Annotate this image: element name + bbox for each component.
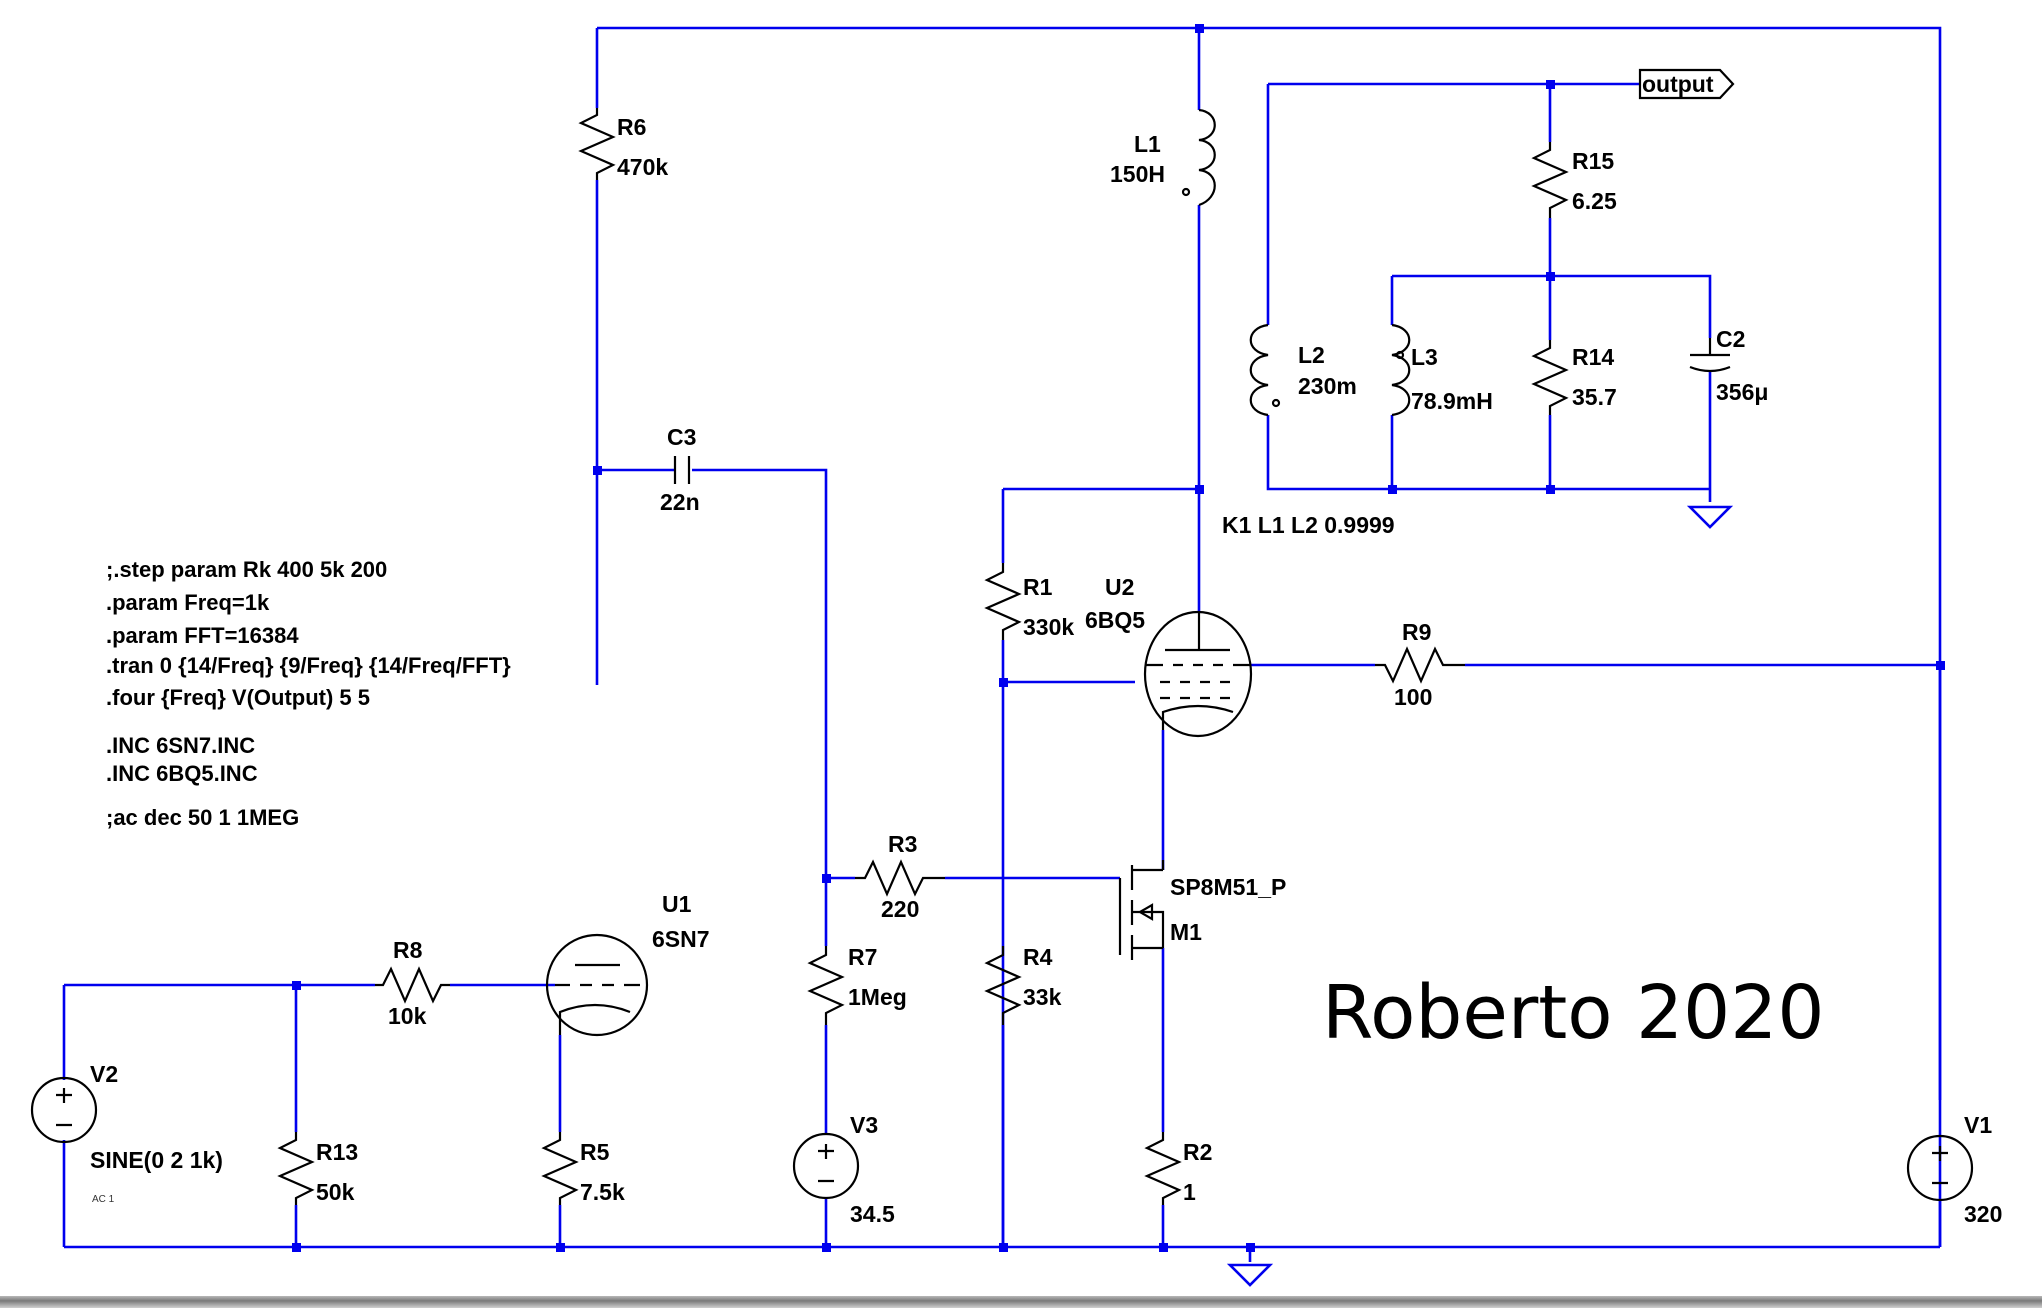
- resistor-r3[interactable]: R3 220: [855, 831, 945, 922]
- directive-line: .param Freq=1k: [106, 590, 270, 615]
- directive-line: .param FFT=16384: [106, 623, 299, 648]
- net-label-output[interactable]: output: [1638, 68, 1735, 100]
- svg-text:220: 220: [881, 896, 919, 922]
- svg-text:R2: R2: [1183, 1139, 1212, 1165]
- svg-text:470k: 470k: [617, 154, 668, 180]
- svg-text:AC 1: AC 1: [92, 1194, 115, 1205]
- resistor-r9[interactable]: R9 100: [1375, 619, 1465, 710]
- svg-text:34.5: 34.5: [850, 1201, 895, 1227]
- inductor-l1[interactable]: L1 150H: [1110, 108, 1216, 207]
- svg-text:U1: U1: [662, 891, 692, 917]
- svg-text:C3: C3: [667, 424, 696, 450]
- resistor-r6[interactable]: R6 470k: [578, 108, 668, 180]
- svg-text:1: 1: [1183, 1179, 1196, 1205]
- coupling-directive: K1 L1 L2 0.9999: [1222, 512, 1395, 538]
- svg-text:R6: R6: [617, 114, 646, 140]
- svg-text:R8: R8: [393, 937, 423, 963]
- svg-text:6BQ5: 6BQ5: [1085, 607, 1145, 633]
- svg-text:230m: 230m: [1298, 373, 1357, 399]
- window-bottom-edge: [0, 1296, 2042, 1308]
- svg-text:50k: 50k: [316, 1179, 355, 1205]
- svg-text:330k: 330k: [1023, 614, 1074, 640]
- resistor-r1[interactable]: R1 330k: [984, 563, 1074, 640]
- capacitor-c3[interactable]: C3 22n: [660, 424, 700, 515]
- svg-text:320: 320: [1964, 1201, 2002, 1227]
- resistor-r14[interactable]: R14 35.7: [1531, 340, 1617, 415]
- directive-line: ;.step param Rk 400 5k 200: [106, 557, 387, 582]
- svg-text:6.25: 6.25: [1572, 188, 1617, 214]
- svg-text:R3: R3: [888, 831, 917, 857]
- signature-text: Roberto 2020: [1322, 970, 1824, 1056]
- junctions: [292, 24, 1945, 1252]
- spice-directives[interactable]: ;.step param Rk 400 5k 200 .param Freq=1…: [106, 557, 511, 830]
- svg-text:22n: 22n: [660, 489, 700, 515]
- svg-text:33k: 33k: [1023, 984, 1062, 1010]
- svg-text:35.7: 35.7: [1572, 384, 1617, 410]
- svg-text:SP8M51_P: SP8M51_P: [1170, 874, 1286, 900]
- svg-text:V1: V1: [1964, 1112, 1992, 1138]
- svg-text:R4: R4: [1023, 944, 1053, 970]
- svg-text:1Meg: 1Meg: [848, 984, 907, 1010]
- ground-symbol-output: [1686, 505, 1734, 529]
- resistor-r15[interactable]: R15 6.25: [1531, 142, 1617, 218]
- svg-text:M1: M1: [1170, 919, 1202, 945]
- svg-text:L3: L3: [1411, 344, 1438, 370]
- directive-line: .four {Freq} V(Output) 5 5: [106, 685, 370, 710]
- svg-text:SINE(0 2 1k): SINE(0 2 1k): [90, 1147, 223, 1173]
- svg-text:100: 100: [1394, 684, 1432, 710]
- mosfet-m1[interactable]: SP8M51_P M1: [1118, 860, 1286, 960]
- svg-text:output: output: [1642, 71, 1714, 97]
- svg-text:C2: C2: [1716, 326, 1745, 352]
- svg-text:R5: R5: [580, 1139, 610, 1165]
- svg-text:V3: V3: [850, 1112, 878, 1138]
- resistor-r7[interactable]: R7 1Meg: [807, 944, 907, 1025]
- directive-line: .INC 6BQ5.INC: [106, 761, 258, 786]
- svg-text:V2: V2: [90, 1061, 118, 1087]
- voltage-source-v1[interactable]: V1 320: [1906, 1112, 2002, 1227]
- svg-text:R14: R14: [1572, 344, 1614, 370]
- resistor-r2[interactable]: R2 1: [1144, 1132, 1212, 1205]
- capacitor-c2[interactable]: C2 356μ: [1689, 326, 1768, 405]
- svg-text:L1: L1: [1134, 131, 1161, 157]
- svg-text:R15: R15: [1572, 148, 1614, 174]
- resistor-r4[interactable]: R4 33k: [984, 944, 1062, 1025]
- svg-text:356μ: 356μ: [1716, 379, 1768, 405]
- svg-text:150H: 150H: [1110, 161, 1165, 187]
- directive-line: .tran 0 {14/Freq} {9/Freq} {14/Freq/FFT}: [106, 653, 511, 678]
- directive-line: .INC 6SN7.INC: [106, 733, 255, 758]
- directive-line: ;ac dec 50 1 1MEG: [106, 805, 299, 830]
- inductor-l3[interactable]: L3 78.9mH: [1391, 323, 1493, 417]
- svg-text:10k: 10k: [388, 1003, 427, 1029]
- resistor-r13[interactable]: R13 50k: [277, 1132, 358, 1205]
- svg-text:R1: R1: [1023, 574, 1053, 600]
- svg-text:7.5k: 7.5k: [580, 1179, 625, 1205]
- tube-u2-6bq5[interactable]: U2 6BQ5: [1085, 574, 1253, 738]
- ground-symbol-main: [1226, 1263, 1274, 1287]
- svg-text:6SN7: 6SN7: [652, 926, 710, 952]
- svg-text:R13: R13: [316, 1139, 358, 1165]
- svg-text:78.9mH: 78.9mH: [1411, 388, 1493, 414]
- resistor-r8[interactable]: R8 10k: [375, 937, 450, 1029]
- svg-text:L2: L2: [1298, 342, 1325, 368]
- svg-text:U2: U2: [1105, 574, 1134, 600]
- inductor-l2[interactable]: L2 230m: [1249, 323, 1357, 417]
- svg-text:R9: R9: [1402, 619, 1431, 645]
- wires: [62, 26, 1942, 1262]
- tube-u1-6sn7[interactable]: U1 6SN7: [545, 891, 710, 1037]
- voltage-source-v3[interactable]: V3 34.5: [792, 1112, 895, 1227]
- resistor-r5[interactable]: R5 7.5k: [541, 1132, 625, 1205]
- svg-text:R7: R7: [848, 944, 877, 970]
- voltage-source-v2[interactable]: V2 SINE(0 2 1k) AC 1: [30, 1061, 223, 1205]
